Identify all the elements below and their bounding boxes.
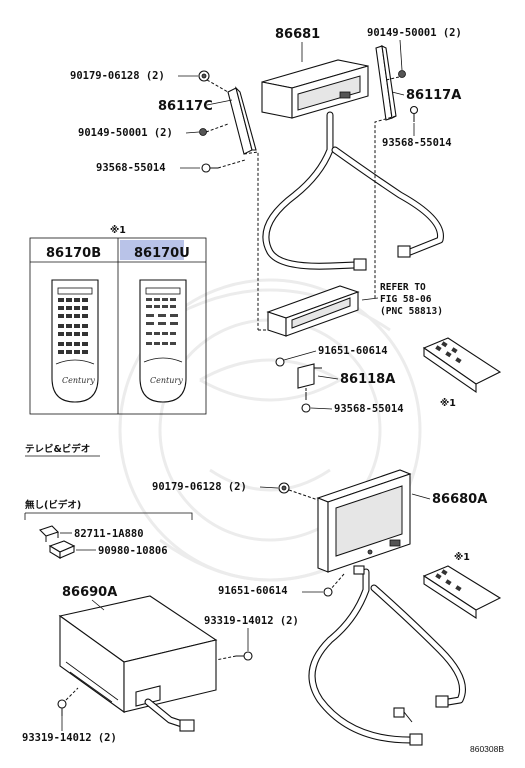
part-86680a-monitor[interactable] [316, 469, 412, 573]
nut-90179-06128-mid[interactable] [278, 482, 290, 494]
screw-93319-14012-left[interactable] [57, 699, 67, 716]
label-86170u[interactable]: 86170U [134, 246, 190, 261]
figure-code: 860308B [470, 744, 504, 754]
label-90179-06128-top: 90179-06128 (2) [70, 70, 165, 82]
remote-86170u[interactable]: Century [139, 279, 187, 403]
label-93568-55014-bottom: 93568-55014 [334, 403, 404, 415]
refer-line-2[interactable]: FIG 58-06 [380, 294, 432, 305]
label-86680a: 86680A [432, 492, 487, 507]
remote-small-mid[interactable] [422, 565, 502, 620]
highlight-86170u [120, 240, 184, 260]
label-86690a: 86690A [62, 585, 117, 600]
label-90149-50001-left: 90149-50001 (2) [78, 127, 173, 139]
screw-90149-50001-left[interactable] [199, 128, 207, 136]
label-93319-14012-right: 93319-14012 (2) [204, 615, 299, 627]
label-91651-60614-bottom: 91651-60614 [218, 585, 288, 597]
label-93568-55014-right: 93568-55014 [382, 137, 452, 149]
note-mark-2: ※1 [440, 398, 456, 409]
part-86117c-bracket[interactable] [227, 86, 257, 155]
note-mark-1: ※1 [110, 225, 126, 236]
part-bracket-tray[interactable] [266, 285, 360, 337]
part-86118a-bracket[interactable] [297, 363, 322, 389]
section-none-video: 無し(ビデオ) [25, 499, 81, 511]
label-86118a: 86118A [340, 372, 395, 387]
label-91651-60614-top: 91651-60614 [318, 345, 388, 357]
refer-line-3: (PNC 58813) [380, 306, 443, 317]
screw-90149-50001-top[interactable] [398, 70, 406, 78]
screw-93568-55014-right[interactable] [409, 105, 419, 123]
label-86170b: 86170B [46, 246, 101, 261]
cable-86681 [262, 111, 444, 271]
cable-86680a [308, 568, 466, 746]
clip-monitor-base [353, 565, 365, 575]
label-93319-14012-left: 93319-14012 (2) [22, 732, 117, 744]
part-86681-monitor[interactable] [261, 59, 369, 119]
brand-script-2: Century [150, 376, 183, 385]
label-82711-1a880: 82711-1A880 [74, 528, 144, 540]
label-93568-55014-left: 93568-55014 [96, 162, 166, 174]
cable-86690a [144, 698, 195, 732]
section-tv-video: テレビ&ビデオ [25, 443, 90, 455]
brand-script-1: Century [62, 376, 95, 385]
screw-93568-55014-left[interactable] [201, 163, 218, 173]
nut-91651-60614-bottom[interactable] [323, 587, 333, 597]
nut-91651-60614-top[interactable] [275, 357, 285, 367]
label-86681: 86681 [275, 27, 320, 42]
label-90179-06128-mid: 90179-06128 (2) [152, 481, 247, 493]
refer-line-1: REFER TO [380, 282, 426, 293]
note-mark-3: ※1 [454, 552, 470, 563]
nut-90179-06128-top[interactable] [198, 70, 210, 82]
remote-86170b[interactable]: Century [51, 279, 99, 403]
label-90149-50001-top: 90149-50001 (2) [367, 27, 462, 39]
remote-small-top[interactable] [422, 337, 502, 394]
screw-93319-14012-right[interactable] [236, 651, 253, 661]
part-86690a-box[interactable] [58, 595, 218, 714]
part-82711-1a880[interactable] [38, 525, 60, 542]
label-86117a: 86117A [406, 88, 461, 103]
label-86117c: 86117C [158, 99, 213, 114]
label-90980-10806: 90980-10806 [98, 545, 168, 557]
remote-options-box [29, 237, 207, 415]
part-90980-10806[interactable] [48, 540, 76, 559]
